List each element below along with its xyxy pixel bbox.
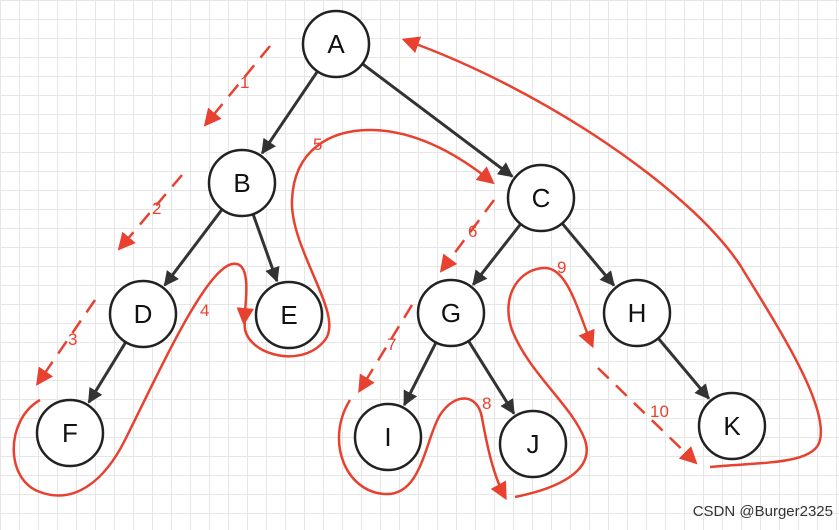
traversal-path bbox=[12, 36, 823, 501]
edge-B-D bbox=[163, 208, 224, 287]
step-10-arrow bbox=[597, 367, 698, 465]
node-circle bbox=[416, 278, 486, 348]
node-circle bbox=[498, 409, 568, 479]
node-label: A bbox=[327, 29, 345, 59]
node-circle bbox=[35, 398, 105, 468]
node-label: G bbox=[441, 298, 461, 328]
step-1-arrow bbox=[203, 45, 271, 127]
edge-C-H bbox=[560, 222, 616, 287]
return-to-root-curve bbox=[401, 36, 823, 469]
node-label: C bbox=[532, 183, 551, 213]
step-label-1: 1 bbox=[240, 73, 249, 92]
edge-A-C bbox=[361, 62, 514, 178]
tree-edges bbox=[87, 62, 710, 415]
step-labels: 1 2 3 4 5 6 7 8 9 10 bbox=[68, 73, 669, 421]
edge-A-B bbox=[260, 70, 319, 155]
edge-G-I bbox=[402, 341, 438, 407]
node-A: A bbox=[301, 9, 371, 79]
node-circle bbox=[301, 9, 371, 79]
step-label-8: 8 bbox=[482, 394, 491, 413]
node-label: I bbox=[384, 422, 391, 452]
edge-B-E bbox=[251, 213, 280, 283]
node-label: H bbox=[628, 298, 647, 328]
node-label: B bbox=[233, 168, 250, 198]
step-label-5: 5 bbox=[313, 135, 322, 154]
node-K: K bbox=[697, 391, 767, 461]
node-H: H bbox=[602, 278, 672, 348]
edge-C-G bbox=[472, 223, 522, 286]
node-circle bbox=[602, 278, 672, 348]
node-F: F bbox=[35, 398, 105, 468]
step-6-arrow bbox=[439, 199, 496, 273]
watermark: CSDN @Burger2325 bbox=[692, 503, 833, 520]
step-7-arrow bbox=[358, 304, 414, 393]
step-5-curve bbox=[243, 128, 495, 358]
node-label: K bbox=[723, 411, 741, 441]
step-4-curve bbox=[12, 262, 254, 497]
node-circle bbox=[207, 148, 277, 218]
node-label: D bbox=[134, 299, 153, 329]
node-I: I bbox=[353, 402, 423, 472]
step-label-9: 9 bbox=[557, 258, 566, 277]
node-C: C bbox=[506, 163, 576, 233]
node-G: G bbox=[416, 278, 486, 348]
node-D: D bbox=[108, 279, 178, 349]
node-circle bbox=[254, 280, 324, 350]
step-label-10: 10 bbox=[650, 402, 669, 421]
node-circle bbox=[506, 163, 576, 233]
node-circle bbox=[697, 391, 767, 461]
step-9-curve bbox=[507, 266, 595, 499]
step-3-arrow bbox=[36, 299, 97, 386]
node-B: B bbox=[207, 148, 277, 218]
node-circle bbox=[108, 279, 178, 349]
node-label: J bbox=[527, 429, 540, 459]
step-8-curve bbox=[337, 397, 507, 501]
edge-D-F bbox=[87, 341, 128, 404]
step-label-3: 3 bbox=[68, 330, 77, 349]
step-label-7: 7 bbox=[387, 335, 396, 354]
tree-nodes: A B C D E G H F I J K bbox=[35, 9, 767, 479]
step-label-6: 6 bbox=[468, 222, 477, 241]
step-label-4: 4 bbox=[200, 301, 209, 320]
node-E: E bbox=[254, 280, 324, 350]
node-label: F bbox=[62, 418, 78, 448]
edge-H-K bbox=[657, 337, 710, 400]
step-label-2: 2 bbox=[152, 199, 161, 218]
node-label: E bbox=[280, 300, 297, 330]
node-circle bbox=[353, 402, 423, 472]
step-2-arrow bbox=[117, 174, 183, 251]
edge-G-J bbox=[467, 340, 516, 415]
node-J: J bbox=[498, 409, 568, 479]
